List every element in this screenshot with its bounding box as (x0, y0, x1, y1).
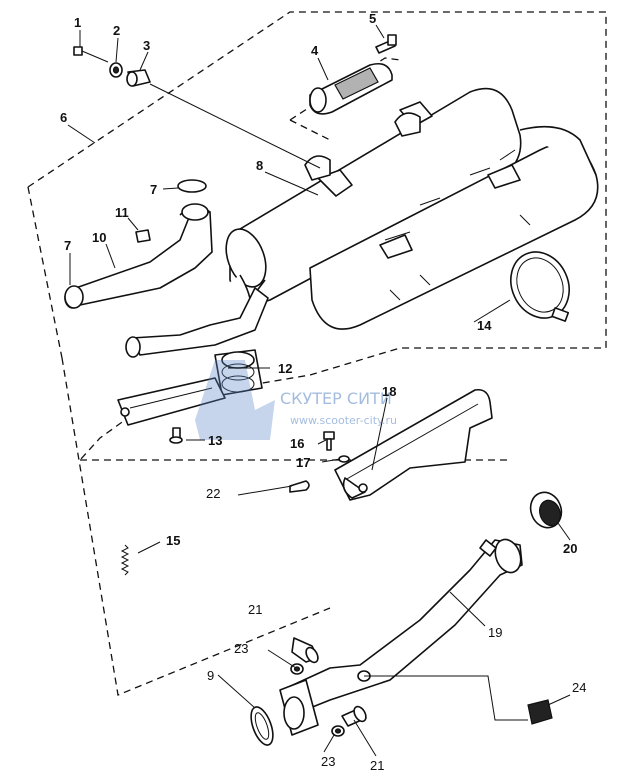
watermark-title: СКУТЕР СИТИ (280, 389, 392, 408)
bolt-13 (169, 427, 183, 444)
watermark: СКУТЕР СИТИ www.scooter-city.ru (195, 360, 397, 440)
callout-16: 16 (290, 436, 304, 451)
callout-21-upper: 21 (248, 602, 262, 617)
spring-15 (120, 544, 130, 576)
callout-2: 2 (113, 23, 120, 38)
callout-18: 18 (382, 384, 396, 399)
callout-4: 4 (311, 43, 319, 58)
air-filter-element (309, 62, 393, 115)
callout-7-upper: 7 (150, 182, 157, 197)
callout-13: 13 (208, 433, 222, 448)
callout-12: 12 (278, 361, 292, 376)
callout-17: 17 (296, 455, 310, 470)
group-outline-lower (61, 357, 510, 696)
callout-3: 3 (143, 38, 150, 53)
washer-17 (338, 455, 350, 463)
pin-22 (289, 480, 310, 493)
callout-19: 19 (488, 625, 502, 640)
oxygen-sensor-24 (364, 675, 553, 725)
callout-11: 11 (115, 205, 129, 220)
callout-24: 24 (572, 680, 586, 695)
bolt-5 (375, 34, 397, 54)
callout-5: 5 (369, 11, 376, 26)
bolt-1 (73, 46, 109, 63)
nut-23-lower (331, 725, 345, 737)
callout-22: 22 (206, 486, 220, 501)
stud-bolt-upper (291, 637, 319, 664)
watermark-url: www.scooter-city.ru (290, 414, 397, 427)
washer-2 (109, 62, 123, 78)
stud-bolt-lower (341, 705, 367, 727)
callout-15: 15 (166, 533, 180, 548)
callout-6: 6 (60, 110, 67, 125)
exhaust-pipe-19 (281, 538, 523, 713)
callout-10: 10 (92, 230, 106, 245)
callout-1: 1 (74, 15, 81, 30)
bolt-16 (323, 431, 335, 451)
hose-clamp-7-lower (64, 285, 84, 309)
callout-21-lower: 21 (370, 758, 384, 773)
mounting-bracket (117, 377, 226, 426)
bushing-3 (126, 69, 151, 87)
exhaust-flange (279, 679, 319, 736)
callout-23-upper: 23 (234, 641, 248, 656)
callout-14: 14 (477, 318, 492, 333)
clamp-band (510, 251, 570, 322)
heat-shield (309, 125, 599, 330)
rubber-cap-20 (529, 491, 563, 529)
callout-leaders (67, 24, 571, 757)
callout-20: 20 (563, 541, 577, 556)
callout-8: 8 (256, 158, 263, 173)
exhaust-tube (64, 203, 213, 309)
hose-clamp-7-upper (177, 179, 207, 193)
clip-11 (135, 229, 151, 243)
gasket-12 (214, 349, 263, 396)
gasket-9 (250, 706, 274, 746)
exhaust-pipe-front (125, 287, 269, 358)
callout-23-lower: 23 (321, 754, 335, 769)
callout-7-lower: 7 (64, 238, 71, 253)
muffler-body (134, 87, 522, 351)
callout-labels: 1 2 3 4 5 6 7 7 8 9 10 11 12 13 14 15 16… (60, 11, 586, 773)
muffler-stay (334, 388, 493, 501)
callout-9: 9 (207, 668, 214, 683)
group-outline-upper (27, 11, 607, 461)
